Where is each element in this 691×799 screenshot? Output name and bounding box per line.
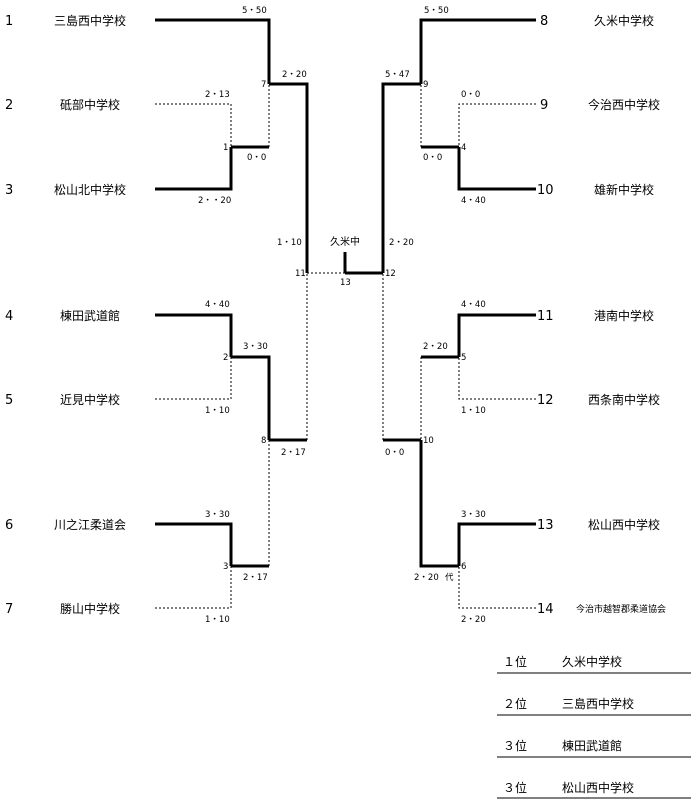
team-name: 三島西中学校 (54, 13, 126, 28)
score-label: 2・20 (423, 342, 448, 352)
team-name: 近見中学校 (60, 392, 120, 407)
score-label: 4・40 (205, 300, 230, 310)
match-number-8: 8 (261, 436, 266, 446)
score-label: 2・20 (414, 573, 439, 583)
line-m9-out (381, 82, 421, 273)
score-label: 1・10 (461, 406, 486, 416)
score-label: 4・40 (461, 300, 486, 310)
team-name: 松山西中学校 (588, 517, 660, 532)
match-number-2: 2 (223, 353, 228, 363)
seed-4: 4 (5, 309, 13, 324)
score-label: 0・0 (461, 90, 480, 100)
seed-10: 10 (537, 183, 554, 198)
line-entry-7 (155, 566, 232, 609)
line-m6-out (419, 440, 459, 568)
team-name: 勝山中学校 (60, 601, 120, 616)
line-entry-9 (458, 103, 536, 147)
team-name: 久米中学校 (594, 13, 654, 28)
seed-14: 14 (537, 602, 554, 617)
score-label: 1・10 (205, 406, 230, 416)
seed-6: 6 (5, 518, 13, 533)
match-number-4: 4 (461, 143, 466, 153)
seed-3: 3 (5, 183, 13, 198)
seed-7: 7 (5, 602, 13, 617)
score-label: 4・40 (461, 196, 486, 206)
team-name: 雄新中学校 (594, 182, 654, 197)
rank-place: ２位 (503, 696, 527, 711)
score-label: 2・13 (205, 90, 230, 100)
rank-team: 三島西中学校 (562, 696, 634, 711)
team-name: 今治西中学校 (588, 97, 660, 112)
line-entry-8 (419, 18, 536, 84)
score-label: 5・50 (242, 6, 267, 16)
line-entry-3 (155, 147, 233, 191)
seed-2: 2 (5, 98, 13, 113)
score-label: 5・47 (385, 70, 410, 80)
seed-5: 5 (5, 393, 13, 408)
rank-team: 久米中学校 (562, 654, 622, 669)
seed-13: 13 (537, 518, 554, 533)
match-number-10: 10 (423, 436, 434, 446)
team-name: 川之江柔道会 (54, 518, 126, 532)
seed-8: 8 (540, 14, 548, 29)
line-entry-2 (155, 103, 232, 147)
team-name: 今治市越智郡柔道協会 (576, 603, 666, 615)
score-label: 2・17 (243, 573, 268, 583)
score-label: 0・0 (385, 448, 404, 458)
champion-label: 久米中 (330, 235, 360, 248)
rank-place: ３位 (503, 738, 527, 753)
line-entry-1 (155, 18, 271, 84)
score-label: 3・30 (461, 510, 486, 520)
score-label: 1・10 (277, 238, 302, 248)
score-label: 5・50 (424, 6, 449, 16)
line-entry-11 (457, 313, 536, 357)
score-label: 1・10 (205, 615, 230, 625)
score-label: 0・0 (423, 153, 442, 163)
team-name: 西条南中学校 (588, 392, 660, 407)
line-entry-12 (458, 357, 536, 400)
team-name: 棟田武道館 (60, 308, 120, 323)
rank-team: 棟田武道館 (562, 738, 622, 753)
match-number-7: 7 (261, 80, 266, 90)
match-number-1: 1 (223, 143, 228, 153)
score-label: 0・0 (247, 153, 266, 163)
seed-1: 1 (5, 14, 13, 29)
line-entry-14 (458, 566, 536, 609)
seed-12: 12 (537, 393, 554, 408)
match-number-5: 5 (461, 353, 466, 363)
score-label: 2・20 (461, 615, 486, 625)
score-label: 3・30 (243, 342, 268, 352)
score-label: 2・20 (282, 70, 307, 80)
line-entry-4 (155, 313, 233, 357)
line-entry-10 (457, 147, 536, 191)
score-label: 3・30 (205, 510, 230, 520)
score-label: 2・・20 (198, 196, 231, 206)
line-entry-13 (457, 522, 536, 566)
seed-11: 11 (537, 309, 554, 324)
rank-team: 松山西中学校 (562, 780, 634, 795)
rank-place: ３位 (503, 780, 527, 795)
rank-place: １位 (503, 654, 527, 669)
line-m7-out (269, 82, 309, 273)
team-name: 砥部中学校 (60, 97, 120, 112)
match-number-9: 9 (423, 80, 428, 90)
match-number-3: 3 (223, 562, 228, 572)
score-label: 2・20 (389, 238, 414, 248)
match-number-12: 12 (385, 269, 396, 279)
score-label: 2・17 (281, 448, 306, 458)
team-name: 港南中学校 (594, 308, 654, 323)
substitute-note: 代 (445, 572, 454, 583)
match-number-11: 11 (295, 269, 306, 279)
line-m2-out (231, 355, 271, 440)
team-name: 松山北中学校 (54, 182, 126, 197)
match-number-13: 13 (340, 278, 351, 288)
line-entry-5 (155, 357, 232, 400)
match-number-6: 6 (461, 562, 466, 572)
line-entry-6 (155, 522, 233, 566)
seed-9: 9 (540, 98, 548, 113)
